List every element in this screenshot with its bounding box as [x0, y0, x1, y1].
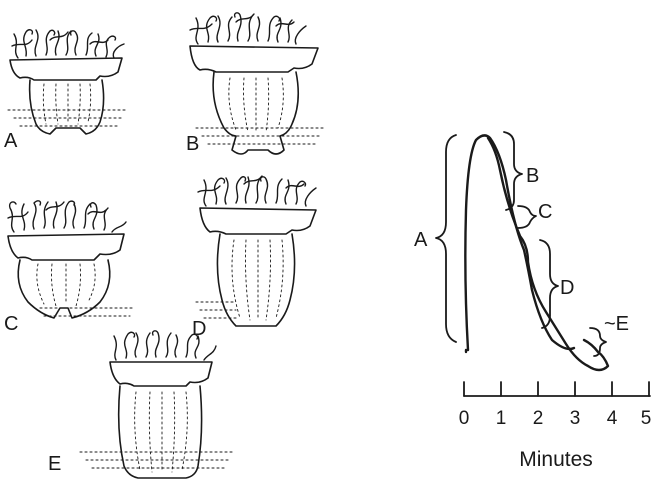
- polyp-d: D: [192, 176, 316, 340]
- polyp-c: C: [4, 201, 132, 335]
- polyp-c-tentacles: [8, 201, 126, 232]
- bracket-c: [518, 206, 536, 228]
- bracket-b-label: B: [526, 165, 539, 187]
- polyp-e-substrate: [80, 452, 232, 468]
- polyp-e-oral-disc: [110, 362, 212, 386]
- bracket-c-label: C: [538, 201, 552, 223]
- polyp-a-substrate: [8, 110, 128, 126]
- polyp-a-oral-disc: [10, 58, 122, 80]
- bracket-a-label: A: [414, 229, 428, 251]
- polyp-d-oral-disc: [200, 208, 316, 234]
- polyp-d-stripes: [232, 240, 283, 320]
- bracket-e-label: ~E: [604, 313, 629, 335]
- polyp-d-column: [217, 234, 294, 326]
- polyp-c-column: [18, 260, 110, 318]
- time-axis: 0 1 2 3 4 5 Minutes: [459, 382, 652, 471]
- polyp-e: E: [48, 331, 232, 478]
- bracket-a: [436, 135, 456, 342]
- axis-title: Minutes: [519, 448, 593, 471]
- polyp-b: B: [186, 13, 324, 155]
- polyp-c-oral-disc: [8, 234, 124, 260]
- trace-line-rising: [465, 135, 574, 350]
- polyp-b-oral-disc: [190, 46, 318, 72]
- polyp-d-label: D: [192, 318, 206, 340]
- polyp-b-label: B: [186, 133, 199, 155]
- kymograph-trace: A B C D ~E 0 1 2 3 4 5 Minutes: [414, 132, 651, 471]
- polyp-e-label: E: [48, 453, 61, 475]
- polyp-d-tentacles: [198, 176, 316, 206]
- polyp-b-stripes: [229, 78, 283, 132]
- tick-label-4: 4: [607, 408, 618, 429]
- tick-label-2: 2: [533, 408, 544, 429]
- tick-label-0: 0: [459, 408, 470, 429]
- polyp-a: A: [4, 30, 128, 152]
- polyp-a-label: A: [4, 130, 18, 152]
- polyp-b-tentacles: [190, 13, 306, 44]
- polyp-c-stripes: [37, 264, 95, 306]
- polyp-e-column: [119, 386, 202, 478]
- tick-label-5: 5: [641, 408, 652, 429]
- bracket-d-label: D: [560, 277, 574, 299]
- polyp-d-substrate: [196, 302, 236, 318]
- tick-label-3: 3: [570, 408, 581, 429]
- polyp-c-label: C: [4, 313, 18, 335]
- polyp-a-tentacles: [12, 30, 124, 58]
- axis-ticks: [464, 382, 649, 396]
- polyp-b-substrate: [196, 128, 324, 144]
- tick-label-1: 1: [496, 408, 507, 429]
